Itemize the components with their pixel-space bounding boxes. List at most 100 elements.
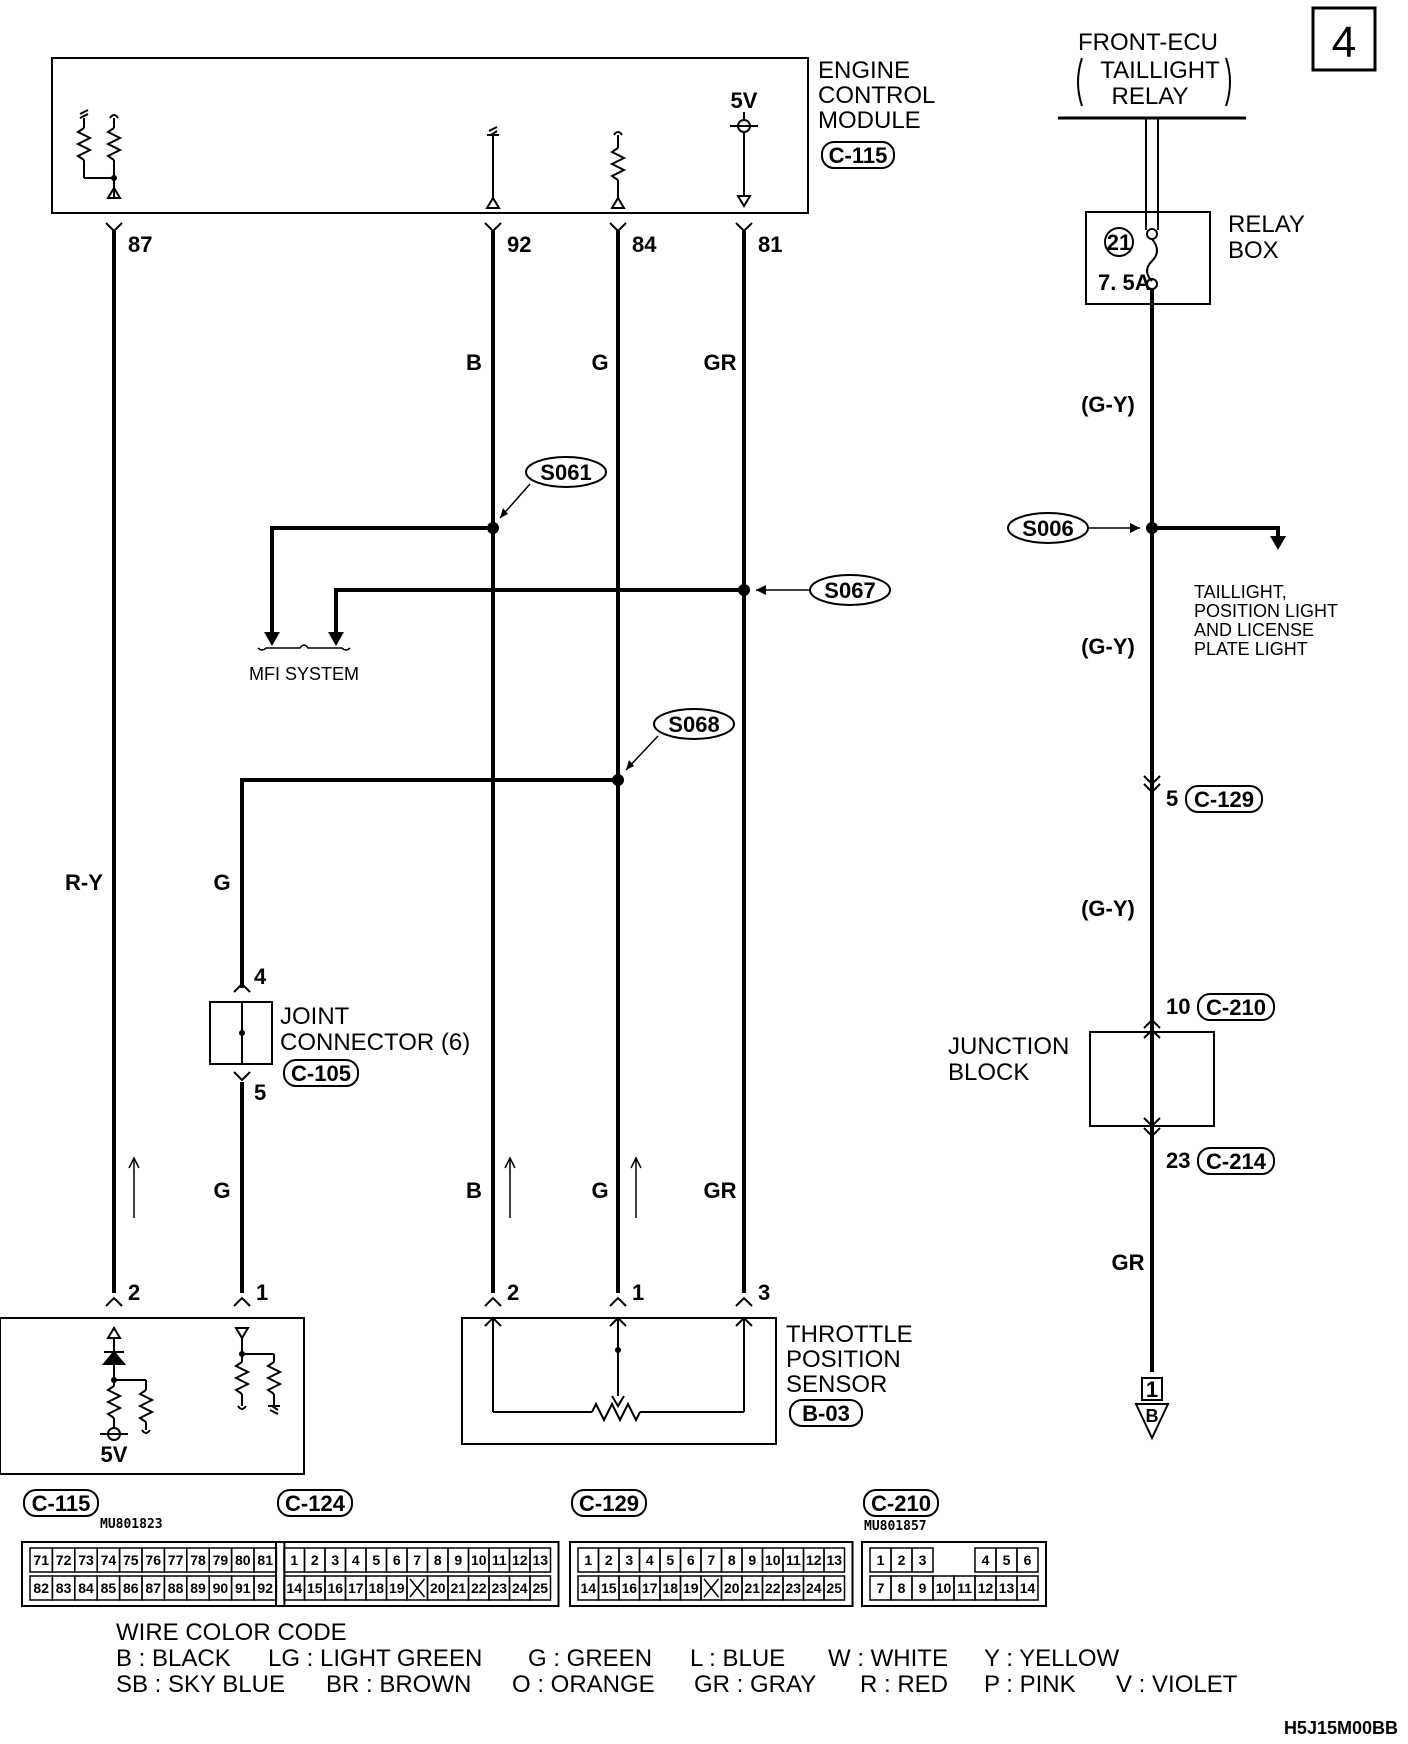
ecm-5v-label: 5V bbox=[731, 88, 758, 113]
connector-pin-number: 11 bbox=[786, 1552, 801, 1568]
junction-title-2: BLOCK bbox=[948, 1059, 1029, 1086]
right-main-wire bbox=[1150, 289, 1280, 1372]
connector-pin-number: 2 bbox=[898, 1552, 906, 1568]
connector-pin-number: 1 bbox=[877, 1552, 885, 1568]
connector-pin-number: 8 bbox=[728, 1552, 736, 1568]
connector-view-id: C-129 bbox=[579, 1491, 639, 1516]
junction-title-1: JUNCTION bbox=[948, 1033, 1069, 1060]
joint-pin-5: 5 bbox=[254, 1080, 266, 1105]
tps-connector: B-03 bbox=[802, 1401, 850, 1426]
connector-pin-number: 10 bbox=[765, 1552, 781, 1568]
relay-box-title-2: BOX bbox=[1228, 237, 1279, 264]
connector-pin-number: 1 bbox=[290, 1552, 298, 1568]
connector-pin-number: 9 bbox=[454, 1552, 462, 1568]
fuse-rating: 7. 5A bbox=[1098, 270, 1151, 295]
connector-pin-number: 12 bbox=[806, 1552, 822, 1568]
connector-pin-number: 7 bbox=[413, 1552, 421, 1568]
wire-color-entry: LG : LIGHT GREEN bbox=[268, 1645, 482, 1672]
taillight-arrow bbox=[1270, 536, 1286, 550]
c214-pin: 23 bbox=[1166, 1148, 1190, 1173]
ecm-node bbox=[111, 175, 117, 181]
connector-view-id: C-115 bbox=[32, 1491, 91, 1516]
splice-s061: S061 bbox=[540, 460, 591, 485]
wire-gy-1: (G-Y) bbox=[1081, 392, 1135, 417]
wire-color-entry: B : BLACK bbox=[116, 1645, 231, 1672]
taillight-dest-4: PLATE LIGHT bbox=[1194, 639, 1308, 659]
connector-pin-number: 10 bbox=[471, 1552, 487, 1568]
connector-view-id: C-210 bbox=[871, 1491, 931, 1516]
wire-color-entry: GR : GRAY bbox=[694, 1671, 816, 1698]
connector-pin-number: 16 bbox=[327, 1580, 343, 1596]
connector-pin-number: 84 bbox=[78, 1580, 94, 1596]
connector-pin-number: 21 bbox=[744, 1580, 760, 1596]
c210-conn: C-210 bbox=[1206, 995, 1266, 1020]
connector-pin-number: 15 bbox=[601, 1580, 617, 1596]
ground-terminal-box bbox=[1141, 1377, 1163, 1401]
c210-pin: 10 bbox=[1166, 994, 1190, 1019]
connector-pin-number: 7 bbox=[877, 1580, 885, 1596]
connector-part-number: MU801857 bbox=[864, 1519, 927, 1534]
connector-pin-number: 25 bbox=[532, 1580, 548, 1596]
wire-color-entry: W : WHITE bbox=[828, 1645, 948, 1672]
joint-connector-badge bbox=[283, 1059, 359, 1087]
connector-pin-number: 75 bbox=[123, 1552, 139, 1568]
connector-cell bbox=[911, 1547, 934, 1573]
connector-pin-number: 22 bbox=[765, 1580, 781, 1596]
front-ecu-title: FRONT-ECU bbox=[1078, 29, 1218, 56]
ecm-5v-source bbox=[730, 112, 758, 208]
connector-pin-number: 6 bbox=[393, 1552, 401, 1568]
ecm-pin84-resistor bbox=[609, 131, 627, 209]
splice-dot-s068 bbox=[612, 774, 624, 786]
fuse-number-circle bbox=[1104, 227, 1134, 257]
connector-pin-number: 18 bbox=[662, 1580, 678, 1596]
connector-pin-number: 13 bbox=[826, 1552, 842, 1568]
connector-body bbox=[275, 1541, 560, 1607]
connector-pin-number: 72 bbox=[56, 1552, 72, 1568]
wire-ry: R-Y bbox=[65, 870, 103, 895]
left-sensor-node-2 bbox=[239, 1351, 245, 1357]
wire-gy-2: (G-Y) bbox=[1081, 634, 1135, 659]
left-sensor-box bbox=[0, 1317, 305, 1475]
connector-cell bbox=[1016, 1575, 1039, 1601]
connector-blank-cell bbox=[703, 1578, 720, 1598]
connector-pin-number: 86 bbox=[123, 1580, 139, 1596]
connector-pin-number: 23 bbox=[491, 1580, 507, 1596]
wire-gr-right: GR bbox=[1112, 1250, 1145, 1275]
junction-block bbox=[1089, 1031, 1215, 1127]
ecm-box bbox=[51, 57, 809, 214]
connector-cell bbox=[1016, 1547, 1039, 1573]
connector-body bbox=[21, 1541, 286, 1607]
s061-pointer-head bbox=[500, 508, 508, 518]
ground-terminal: 1 bbox=[1146, 1377, 1158, 1402]
connector-cell bbox=[529, 1547, 552, 1573]
connector-pin-number: 77 bbox=[168, 1552, 184, 1568]
connector-pin-number: 25 bbox=[826, 1580, 842, 1596]
c129-conn: C-129 bbox=[1194, 787, 1254, 812]
connector-view-badge bbox=[23, 1489, 99, 1517]
tps-title-3: SENSOR bbox=[786, 1371, 887, 1398]
fuse-symbol bbox=[1146, 228, 1158, 290]
connector-pin-number: 14 bbox=[1020, 1580, 1036, 1596]
connector-pin-number: 19 bbox=[683, 1580, 699, 1596]
wire-color-entry: R : RED bbox=[860, 1671, 948, 1698]
connector-pin-number: 23 bbox=[785, 1580, 801, 1596]
s067-pointer-head bbox=[756, 585, 766, 595]
connector-cell bbox=[823, 1575, 846, 1601]
connector-pin-number: 2 bbox=[605, 1552, 613, 1568]
connector-pin-number: 22 bbox=[471, 1580, 487, 1596]
joint-connector: C-105 bbox=[291, 1061, 351, 1086]
connector-pin-number: 8 bbox=[898, 1580, 906, 1596]
connector-pin-number: 24 bbox=[806, 1580, 822, 1596]
ecm-title-2: CONTROL bbox=[818, 82, 935, 109]
connector-pin-number: 83 bbox=[56, 1580, 72, 1596]
connector-pin-number: 79 bbox=[213, 1552, 229, 1568]
wire-color-entry: O : ORANGE bbox=[512, 1671, 655, 1698]
connector-pin-number: 12 bbox=[978, 1580, 994, 1596]
s006-pointer-head bbox=[1130, 523, 1140, 533]
s068-pointer-head bbox=[626, 760, 634, 770]
connector-pin-number: 91 bbox=[235, 1580, 251, 1596]
